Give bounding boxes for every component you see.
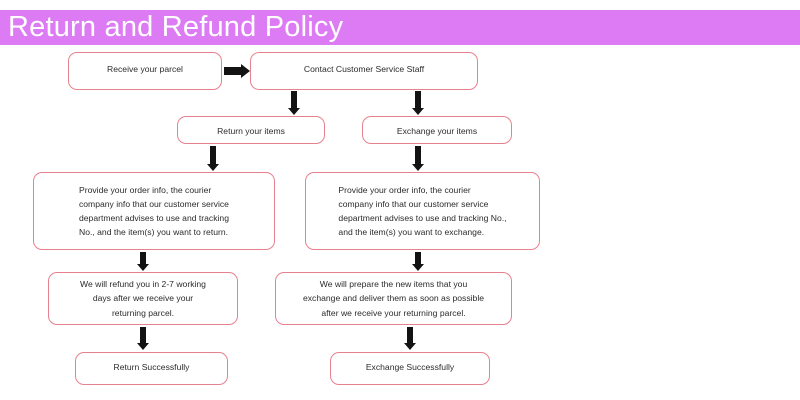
node-exchange-items[interactable]: Exchange your items [362, 116, 512, 144]
node-exchange-info[interactable]: Provide your order info, the courier com… [305, 172, 540, 250]
node-return-items[interactable]: Return your items [177, 116, 325, 144]
title-banner [0, 10, 800, 45]
node-return-success-label: Return Successfully [113, 362, 190, 372]
node-exchange-timeline[interactable]: We will prepare the new items that you e… [275, 272, 512, 325]
node-exchange-timeline-label: We will prepare the new items that you e… [302, 279, 485, 318]
node-exchange-success-label: Exchange Successfully [365, 362, 455, 372]
node-return-info[interactable]: Provide your order info, the courier com… [33, 172, 275, 250]
node-contact-staff-label: Contact Customer Service Staff [303, 64, 425, 74]
node-exchange-items-label: Exchange your items [396, 126, 478, 136]
page-title: Return and Refund Policy [8, 11, 344, 43]
node-return-info-label: Provide your order info, the courier com… [78, 184, 229, 238]
node-receive-parcel[interactable]: Receive your parcel [68, 52, 222, 90]
node-receive-parcel-label: Receive your parcel [107, 64, 183, 74]
node-exchange-info-label: Provide your order info, the courier com… [338, 184, 507, 238]
node-exchange-success[interactable]: Exchange Successfully [330, 352, 490, 385]
node-refund-timeline[interactable]: We will refund you in 2-7 working days a… [48, 272, 238, 325]
node-return-success[interactable]: Return Successfully [75, 352, 228, 385]
node-refund-timeline-label: We will refund you in 2-7 working days a… [80, 279, 206, 318]
node-return-items-label: Return your items [217, 126, 285, 136]
node-contact-staff[interactable]: Contact Customer Service Staff [250, 52, 478, 90]
